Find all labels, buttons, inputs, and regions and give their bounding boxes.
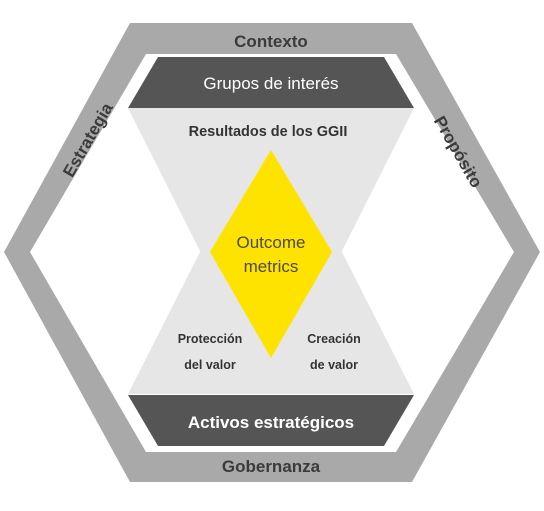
label-activos-estrategicos: Activos estratégicos — [188, 413, 354, 432]
label-gobernanza: Gobernanza — [222, 457, 321, 476]
label-proteccion: Protección — [178, 332, 243, 346]
label-metrics: metrics — [244, 257, 299, 276]
label-del-valor: del valor — [184, 358, 236, 372]
label-creacion: Creación — [307, 332, 361, 346]
top-band — [128, 57, 414, 108]
label-de-valor: de valor — [310, 358, 358, 372]
label-resultados-ggii: Resultados de los GGII — [189, 124, 348, 140]
bottom-band — [128, 395, 414, 446]
label-contexto: Contexto — [234, 32, 308, 51]
label-outcome: Outcome — [237, 233, 306, 252]
outcome-diamond — [210, 150, 332, 358]
label-grupos-de-interes: Grupos de interés — [203, 74, 338, 93]
